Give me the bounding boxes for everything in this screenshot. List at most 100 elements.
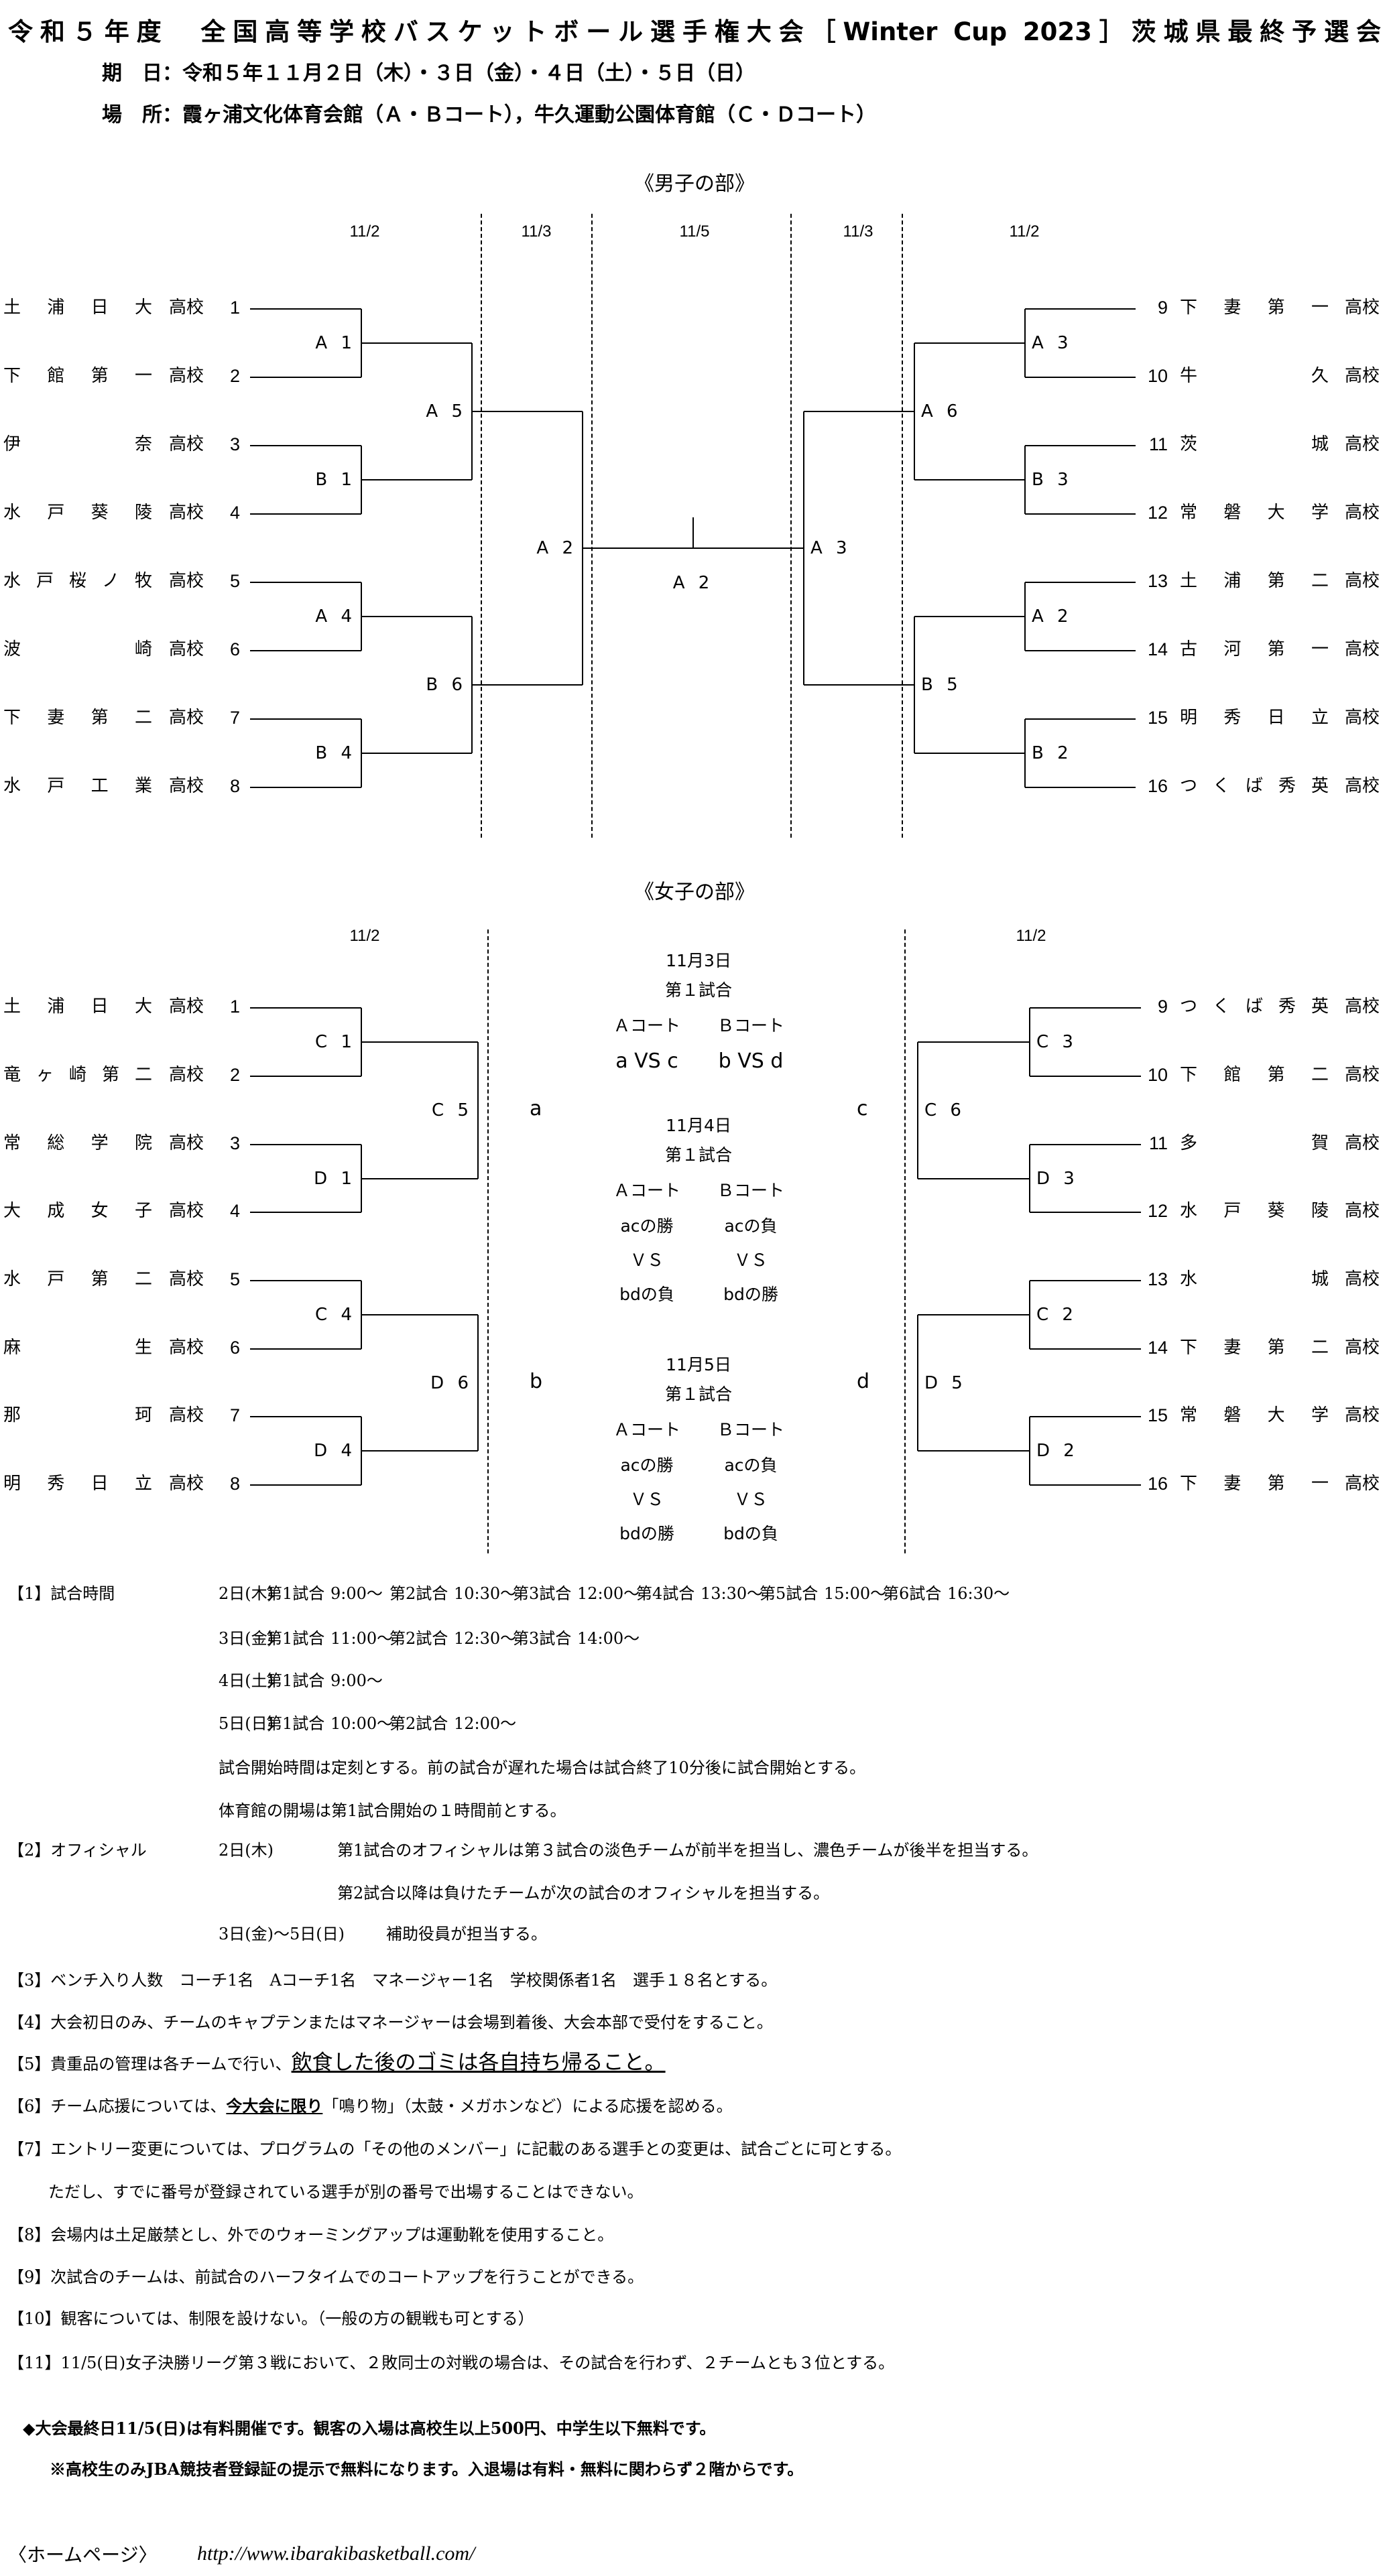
team-name: 下妻第二 [1180,1338,1329,1358]
bracket-line [918,1177,1030,1179]
session-time: 14:00～ [577,1629,640,1648]
team-number: 5 [229,1269,240,1289]
game-label: D 1 [314,1168,356,1189]
note-4: 【4】大会初日のみ、チームのキャプテンまたはマネージャーは会場到着後、大会本部で… [8,2013,773,2032]
note-10: 【10】観客については、制限を設けない。（一般の方の観戦も可とする） [8,2309,534,2328]
team-name: 水城 [1180,1269,1329,1289]
team-name: 伊奈 [3,434,152,454]
team-name: つくば秀英 [1180,996,1329,1017]
team-number: 11 [1148,1133,1168,1153]
bracket-line [1030,1076,1141,1077]
court-b-matchup: ＶＳ [733,1490,768,1509]
session-time: 16:30～ [947,1584,1010,1603]
round-date: 11/5 [679,222,710,241]
note-8: 【8】会場内は土足厳禁とし、外でのウォーミングアップは運動靴を使用すること。 [8,2226,614,2244]
note-11: 【11】11/5(日)女子決勝リーグ第３戦において、２敗同士の対戦の場合は、その… [8,2354,895,2372]
team-suffix: 高校 [1345,366,1380,386]
team-number: 12 [1147,503,1168,523]
round-date: 11/2 [1016,927,1046,945]
game-label: A 2 [536,538,577,558]
team-name: 下妻第一 [1180,1474,1329,1494]
session-label: 第1試合 [266,1584,325,1603]
bracket-line [1025,513,1136,515]
team-suffix: 高校 [1345,1405,1380,1425]
bracket-line [250,377,361,378]
team-suffix: 高校 [169,1269,204,1289]
pool-label-c: c [857,1096,868,1120]
bracket-line [250,1007,361,1009]
bracket-line [914,753,1025,754]
game-label: B 4 [315,743,356,763]
session-time: 12:30～ [454,1629,517,1648]
bracket-line [250,650,361,651]
team-number: 10 [1147,366,1168,386]
bracket-line [1030,1144,1141,1145]
date-divider [591,214,593,838]
team-name: 常磐大学 [1180,1405,1329,1425]
bracket-line [1029,1281,1030,1349]
homepage-link[interactable]: http://www.ibarakibasketball.com/ [197,2542,475,2565]
round-date: 11/2 [1009,222,1040,241]
final-game-label: A 2 [672,573,714,593]
bracket-line [477,1315,479,1451]
team-name: 土浦第二 [1180,571,1329,591]
note-5-emphasis: 飲食した後のゴミは各自持ち帰ること。 [291,2051,666,2075]
women-section-title: 《女子の部》 [634,881,755,904]
team-number: 8 [229,776,240,796]
game-label: A 5 [426,401,467,422]
dates-value: 令和５年１１月２日（木）・３日（金）・４日（土）・５日（日） [182,62,756,85]
team-suffix: 高校 [1345,1269,1380,1289]
team-name: 多賀 [1180,1133,1329,1153]
bracket-line [1029,1145,1030,1212]
game-label: C 5 [432,1100,473,1120]
team-suffix: 高校 [169,366,204,386]
note-3: 【3】ベンチ入り人数 コーチ1名 Aコーチ1名 マネージャー1名 学校関係者1名… [8,1971,778,1990]
bracket-line [1029,1417,1030,1485]
bracket-line [250,445,361,446]
team-name: 土浦日大 [3,996,152,1017]
bracket-line [803,411,804,685]
team-number: 13 [1147,1269,1168,1289]
team-suffix: 高校 [1345,434,1380,454]
game-label: A 4 [315,606,356,627]
team-suffix: 高校 [169,571,204,591]
paid-admission-notice: ◆大会最終日11/5(日)は有料開催です。観客の入場は高校生以上500円、中学生… [23,2419,716,2438]
team-number: 7 [229,1405,240,1425]
game-label: A 3 [1032,333,1073,353]
homepage-label: 〈ホームページ〉 [8,2544,158,2566]
game-label: C 1 [315,1032,356,1052]
game-label: C 4 [315,1305,356,1325]
team-number: 15 [1147,708,1168,728]
team-number: 9 [1157,298,1168,318]
note-2-line3: 補助役員が担当する。 [386,1925,547,1943]
game-label: B 2 [1032,743,1073,763]
bracket-line [914,343,915,480]
court-b-matchup: bdの負 [723,1524,778,1543]
venue-label: 場 所： [102,103,182,127]
bracket-line [914,479,1025,480]
schedule-date: 11月4日 [666,1116,731,1135]
bracket-line [250,718,361,720]
note-6-emphasis: 今大会に限り [226,2096,323,2116]
team-number: 12 [1147,1201,1168,1221]
timetable-day: 2日(木) [219,1584,274,1603]
team-number: 6 [229,1338,240,1358]
team-suffix: 高校 [1345,996,1380,1017]
court-b-label: Ｂコート [717,1181,785,1200]
timetable-day: 4日(土) [219,1671,274,1690]
bracket-line [1024,582,1026,651]
bracket-line [361,1041,478,1043]
team-suffix: 高校 [169,1201,204,1221]
bracket-line [250,1076,361,1077]
session-label: 第5試合 [760,1584,819,1603]
note-2-line1: 第1試合のオフィシャルは第３試合の淡色チームが前半を担当し、濃色チームが後半を担… [337,1841,1038,1860]
bracket-line [361,1450,478,1452]
session-time: 9:00～ [330,1584,383,1603]
bracket-line [918,1314,1030,1315]
date-divider [481,214,482,838]
session-time: 10:30～ [454,1584,517,1603]
bracket-line [1030,1280,1141,1281]
note-1-label: 【1】試合時間 [8,1584,115,1603]
game-label: D 4 [314,1441,356,1461]
court-a-label: Ａコート [613,1181,681,1200]
